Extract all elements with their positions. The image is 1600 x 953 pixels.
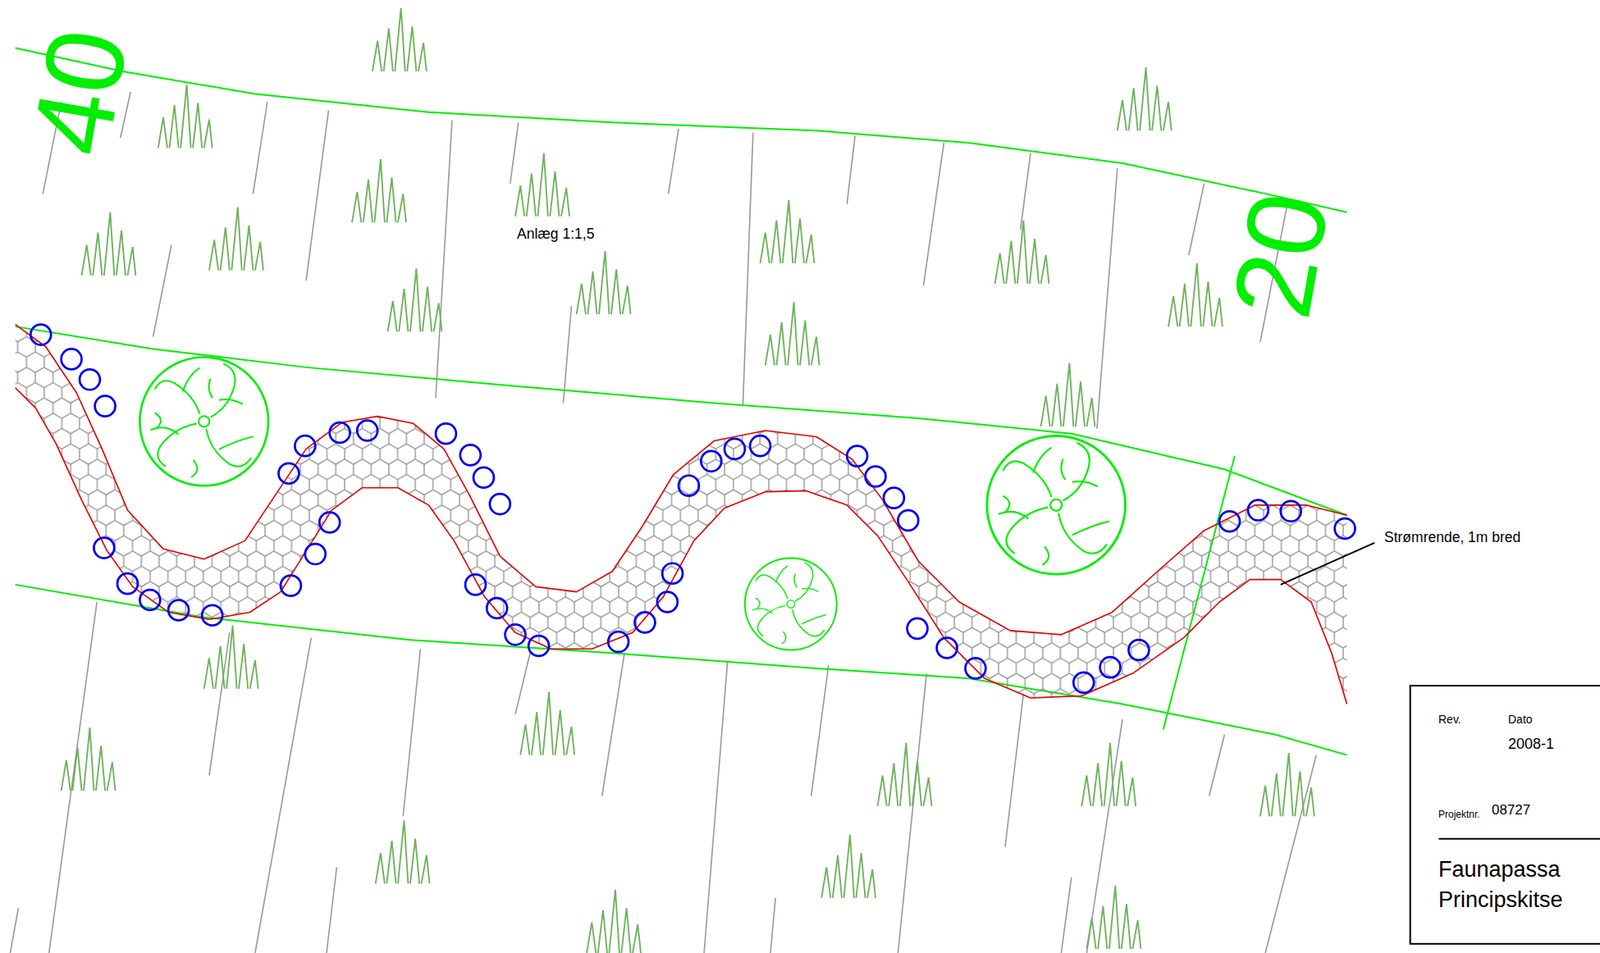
station-number: 20 <box>1215 184 1346 325</box>
callout-label-holder: Strømrende, 1m bred <box>1382 530 1523 546</box>
callout-label: Strømrende, 1m bred <box>1382 530 1523 546</box>
drawing-subtitle: Principskitse <box>1438 888 1564 914</box>
slope-note-holder: Anlæg 1:1,5 <box>515 226 596 243</box>
title-field-label: Rev. <box>1438 713 1462 727</box>
station-number-holder: 40 <box>13 21 145 162</box>
title-field-label-holder: Rev. <box>1438 712 1462 727</box>
drawing-title: Faunapassa <box>1438 858 1561 883</box>
slope-note: Anlæg 1:1,5 <box>515 226 596 243</box>
station-number-holder: 20 <box>1215 184 1346 325</box>
title-field-label-holder: Dato <box>1508 712 1533 727</box>
drawing-title-holder: Faunapassa <box>1438 858 1561 883</box>
date-value: 2008-1 <box>1508 736 1555 754</box>
station-number: 40 <box>13 21 145 162</box>
title-field-label-holder: Projektnr. <box>1438 806 1481 822</box>
drawing-subtitle-holder: Principskitse <box>1438 888 1564 914</box>
title-field-label: Projektnr. <box>1438 809 1481 821</box>
title-field-label: Dato <box>1508 713 1533 727</box>
date-value-holder: 2008-1 <box>1508 736 1555 754</box>
project-number: 08727 <box>1491 803 1531 819</box>
project-number-holder: 08727 <box>1491 803 1531 819</box>
